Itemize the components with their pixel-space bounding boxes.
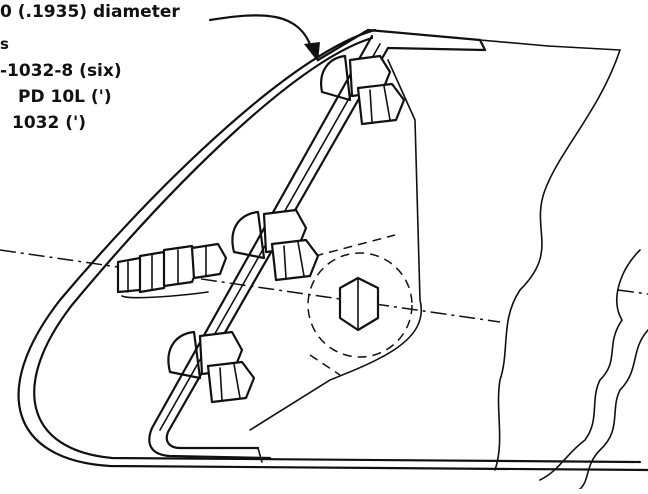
hidden-washer-circle xyxy=(307,252,413,358)
callout-part-six: -1032-8 (six) xyxy=(0,61,122,81)
gusset-plate xyxy=(249,59,423,431)
bracket-inner-wall xyxy=(165,46,390,450)
break-line-left xyxy=(494,49,621,471)
leader-arrow-icon xyxy=(304,42,320,62)
top-flange-lip xyxy=(479,39,549,47)
leader-line xyxy=(208,14,314,52)
middle-fastener xyxy=(231,208,320,282)
callout-diameter: 0 (.1935) diameter xyxy=(0,2,180,22)
outer-skin-inner-line xyxy=(33,36,642,464)
hidden-line-lower xyxy=(309,354,341,376)
callout-line-2: s xyxy=(0,35,9,53)
callout-1032: 1032 (') xyxy=(12,113,86,133)
center-line xyxy=(0,249,501,323)
hex-bolt-head xyxy=(338,276,380,332)
lower-fastener xyxy=(167,330,256,404)
callout-pd10l: PD 10L (') xyxy=(18,87,112,107)
bottom-flange-lip xyxy=(257,447,263,463)
upper-fastener xyxy=(320,54,406,126)
center-line-right xyxy=(617,289,648,295)
top-panel-edge xyxy=(547,45,621,51)
break-line-right-2 xyxy=(579,329,648,490)
exploded-nut-stack xyxy=(116,242,228,299)
outer-skin xyxy=(17,28,648,472)
bracket-outer-wall xyxy=(148,34,374,460)
break-line-right xyxy=(539,249,641,481)
